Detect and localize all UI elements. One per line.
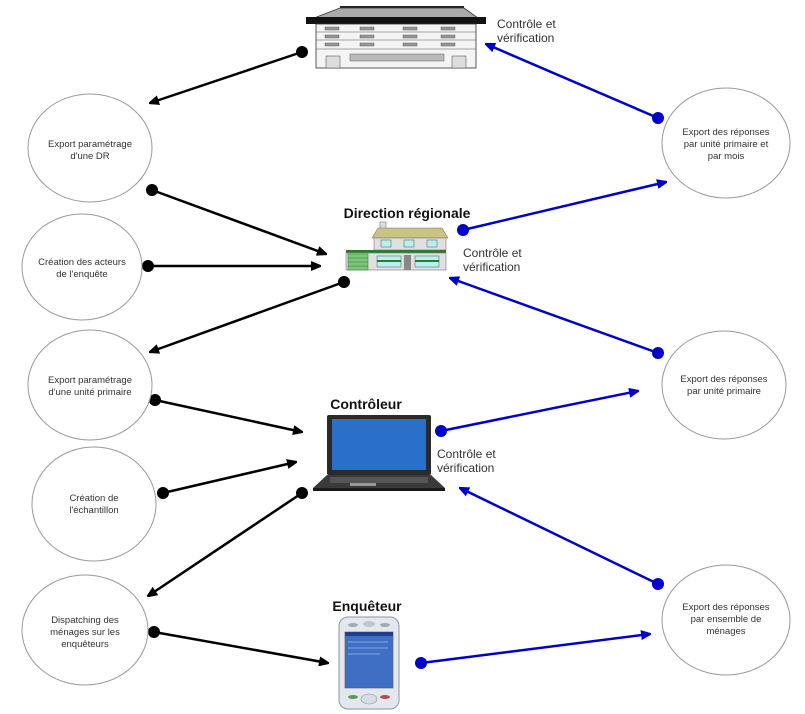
- flow-national-to-export-dr: [150, 46, 308, 103]
- flow-arrows: [142, 44, 666, 669]
- actor-enumerator: Enquêteur: [332, 598, 402, 710]
- office-building-icon: [306, 6, 486, 69]
- node-text-line: Export des réponses: [682, 602, 769, 613]
- laptop-icon: [313, 415, 445, 491]
- node-creation-echantillon: Création de l'échantillon: [31, 446, 157, 562]
- actor-title: Direction régionale: [344, 205, 471, 221]
- node-text-line: l'échantillon: [69, 505, 118, 516]
- node-text-line: par mois: [708, 151, 745, 162]
- house-icon: [345, 221, 449, 271]
- flow-export-mois-to-national: [486, 44, 664, 124]
- flow-creation-acteurs-to-regional: [142, 260, 320, 272]
- control-label-line: Contrôle et: [497, 17, 556, 31]
- node-export-rep-up-mois: Export des réponses par unité primaire e…: [661, 87, 791, 199]
- node-text-line: Dispatching des: [51, 615, 119, 626]
- node-export-param-up: Export paramétrage d'une unité primaire: [27, 329, 153, 441]
- actor-title: Enquêteur: [332, 598, 402, 614]
- node-text-line: d'une DR: [70, 151, 109, 162]
- node-export-rep-menages: Export des réponses par ensemble de ména…: [661, 564, 791, 676]
- node-text-line: d'une unité primaire: [48, 387, 131, 398]
- node-text-line: ménages sur les: [50, 627, 120, 638]
- flow-export-rep-up-to-regional: [450, 278, 664, 359]
- actor-title: Contrôleur: [330, 396, 402, 412]
- flow-regional-to-export-up: [150, 276, 350, 352]
- node-export-rep-up: Export des réponses par unité primaire: [661, 330, 787, 440]
- control-label-line: Contrôle et: [463, 246, 522, 260]
- node-text-line: de l'enquête: [56, 269, 107, 280]
- pda-icon: [338, 616, 400, 710]
- node-text-line: Export des réponses: [682, 127, 769, 138]
- node-text-line: par unité primaire: [687, 386, 761, 397]
- control-label-line: vérification: [463, 260, 520, 274]
- control-label-line: Contrôle et: [437, 447, 496, 461]
- node-text-line: ménages: [706, 626, 745, 637]
- flow-export-up-to-controller: [149, 394, 302, 432]
- node-export-param-dr: Export paramétrage d'une DR: [27, 93, 153, 203]
- control-label-line: vérification: [497, 31, 554, 45]
- actor-national: Contrôle et vérification: [306, 6, 556, 69]
- node-text-line: Export paramétrage: [48, 139, 132, 150]
- flow-regional-to-export-mois: [457, 182, 666, 236]
- node-text-line: par unité primaire et: [684, 139, 769, 150]
- node-creation-acteurs: Création des acteurs de l'enquête: [21, 213, 143, 321]
- node-text-line: enquêteurs: [61, 639, 109, 650]
- node-text-line: Export des réponses: [680, 374, 767, 385]
- node-text-line: Création de: [69, 493, 118, 504]
- flow-enumerator-to-export-menages: [415, 634, 650, 669]
- flow-echantillon-to-controller: [157, 462, 296, 499]
- node-text-line: Export paramétrage: [48, 375, 132, 386]
- node-text-line: Création des acteurs: [38, 257, 126, 268]
- flow-export-menages-to-controller: [460, 488, 664, 590]
- actor-regional: Direction régionale Contrôle et vérifica…: [344, 205, 523, 274]
- actor-controller: Contrôleur Contrôle et vérification: [313, 396, 496, 491]
- node-dispatching: Dispatching des ménages sur les enquêteu…: [21, 574, 149, 686]
- node-text-line: par ensemble de: [691, 614, 762, 625]
- flow-controller-to-export-up: [435, 391, 638, 437]
- control-label-line: vérification: [437, 461, 494, 475]
- flow-controller-to-dispatching: [148, 487, 308, 596]
- flow-dispatching-to-enumerator: [148, 626, 328, 663]
- flow-export-dr-to-regional: [146, 184, 326, 254]
